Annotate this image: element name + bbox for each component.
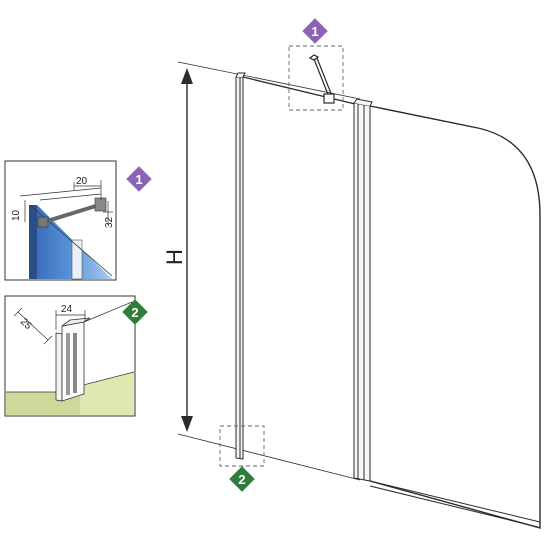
callout-1-detail: 1 [126,166,152,192]
svg-text:2: 2 [131,305,138,320]
dim-10: 10 [11,209,22,221]
height-dimension [181,68,193,432]
main-screen [177,45,541,529]
detail-2-panel: 24 25 [4,295,136,417]
dim-24: 24 [61,304,73,315]
rotating-panel [369,105,541,529]
svg-text:1: 1 [311,24,318,39]
wall-top-line [177,61,361,100]
svg-text:1: 1 [135,172,142,187]
callout-2-bottom: 2 [229,466,255,492]
fixed-panel-top [242,76,356,105]
detail-1-panel: 20 10 32 [4,160,117,281]
callout-1-top: 1 [302,18,328,44]
dim-32: 32 [104,216,115,228]
bottom-rail [369,480,541,528]
svg-text:2: 2 [238,472,245,487]
dim-20: 20 [76,176,88,187]
callout-2-detail: 2 [122,299,148,325]
detail-box-2 [219,425,265,467]
wall-profile [235,72,246,460]
detail-box-1 [288,45,344,111]
height-label: H [162,249,187,265]
stabilizer-bar [308,54,335,104]
center-profile [353,98,373,482]
wall-bottom-line [177,433,361,481]
